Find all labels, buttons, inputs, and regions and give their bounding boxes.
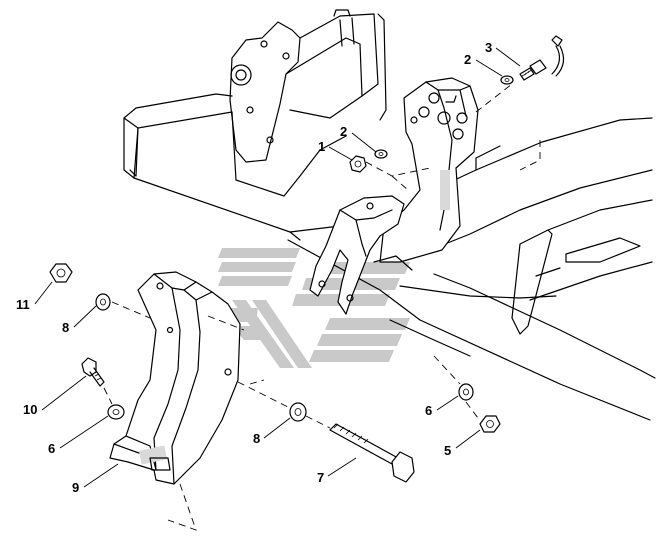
callout-6-left: 6 (48, 441, 55, 456)
washer-6-left (107, 404, 125, 420)
callout-2-top: 2 (464, 52, 471, 67)
engine-mount-assembly (229, 9, 387, 163)
callout-8-right: 8 (253, 431, 260, 446)
callout-8-left: 8 (62, 320, 69, 335)
callout-3: 3 (485, 40, 492, 55)
center-mount-bracket (309, 195, 413, 315)
hose-fitting (551, 35, 565, 77)
washer-2-top (500, 75, 514, 85)
callout-11: 11 (16, 297, 30, 312)
washer-8-right (289, 402, 307, 422)
right-side-member (511, 199, 653, 335)
bolt-3 (519, 59, 547, 81)
callout-10: 10 (23, 402, 37, 417)
callout-6-right: 6 (425, 403, 432, 418)
lower-bracket-9 (109, 271, 241, 485)
top-hardware (349, 35, 565, 191)
callout-2-mid: 2 (340, 124, 347, 139)
washer-6-right (458, 383, 474, 401)
watermark-logo (210, 248, 410, 368)
nut-1 (349, 155, 367, 173)
callout-1: 1 (318, 139, 325, 154)
lower-right-hardware (207, 315, 501, 483)
callout-7: 7 (317, 470, 324, 485)
bolt-10 (81, 357, 105, 387)
upper-mount-bracket (379, 77, 479, 263)
lower-left-hardware (49, 263, 197, 531)
leader-lines (34, 47, 521, 488)
callouts: 1 2 2 3 5 6 6 7 8 8 9 10 11 (16, 40, 492, 495)
washer-8-left (95, 293, 111, 311)
washer-2-mid (374, 149, 388, 159)
bolt-7 (329, 423, 415, 483)
nut-5 (479, 415, 501, 433)
callout-9: 9 (72, 480, 79, 495)
callout-5: 5 (444, 443, 451, 458)
nut-11 (49, 263, 73, 283)
